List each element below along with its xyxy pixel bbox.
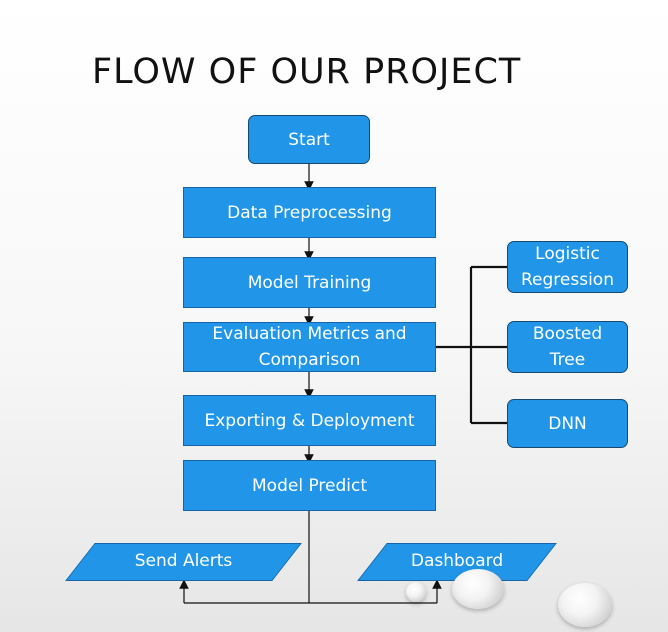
send-alerts-label: Send Alerts [134,551,233,571]
dashboard-label: Dashboard [410,551,504,571]
model-predict-node: Model Predict [183,460,436,511]
decorative-bubble-medium [452,569,504,609]
page-title: FLOW OF OUR PROJECT [92,52,522,92]
logistic-label-line1: Logistic [535,244,600,264]
logistic-regression-node: Logistic Regression [507,241,628,293]
data-preprocessing-label: Data Preprocessing [227,202,392,223]
decorative-bubble-large [558,583,612,627]
boosted-label-line2: Tree [549,350,586,370]
data-preprocessing-node: Data Preprocessing [183,187,436,238]
model-training-node: Model Training [183,257,436,308]
evaluation-node: Evaluation Metrics and Comparison [183,322,436,372]
boosted-label-line1: Boosted [532,324,603,344]
exporting-node: Exporting & Deployment [183,395,436,446]
start-node: Start [248,115,370,164]
boosted-tree-node: Boosted Tree [507,321,628,373]
decorative-bubble-small [406,582,426,602]
logistic-label-line2: Regression [521,270,614,290]
exporting-label: Exporting & Deployment [204,410,415,431]
dnn-label: DNN [548,413,587,434]
evaluation-label-line2: Comparison [258,350,361,370]
model-training-label: Model Training [247,272,372,293]
start-label: Start [288,129,330,150]
dnn-node: DNN [507,399,628,448]
evaluation-label-line1: Evaluation Metrics and [212,324,407,344]
model-predict-label: Model Predict [252,475,367,496]
